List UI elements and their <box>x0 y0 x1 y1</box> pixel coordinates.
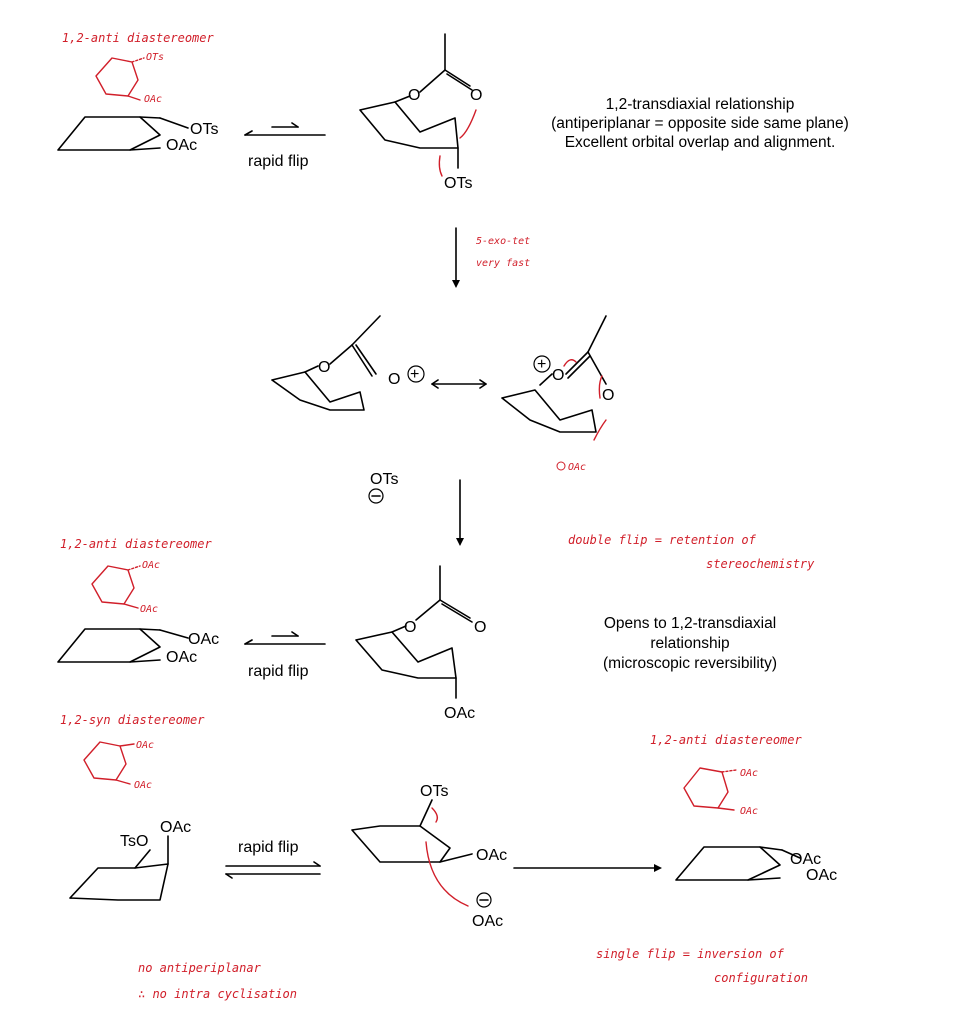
label-o-4: O <box>388 371 400 388</box>
annotation-anti-1: 1,2-anti diastereomer <box>62 31 214 45</box>
description-2: Opens to 1,2-transdiaxial relationship (… <box>603 615 777 672</box>
oxonium-left: O O + <box>271 315 425 411</box>
chair-5-tso-oac: TsO OAc <box>69 819 191 901</box>
red-oac-7: OAc <box>740 806 758 817</box>
label-o-1: O <box>408 87 420 104</box>
red-syn-sketch: 1,2-syn diastereomer OAc OAc <box>60 713 205 791</box>
annotation-single-flip-2: configuration <box>714 971 808 985</box>
label-rapid-flip-3: rapid flip <box>238 839 299 856</box>
chair-4-axial: O O OAc <box>355 565 486 722</box>
label-rapid-flip-1: rapid flip <box>248 153 309 170</box>
plus-1: + <box>410 366 419 383</box>
plus-2: + <box>537 356 546 373</box>
label-o-6: O <box>602 387 614 404</box>
red-oac-3: OAc <box>140 604 158 615</box>
label-oac-7: OAc <box>472 913 503 930</box>
red-anti-sketch-1: 1,2-anti diastereomer OTs OAc <box>62 31 214 105</box>
red-oac-1: OAc <box>144 94 162 105</box>
forward-arrow <box>513 864 662 872</box>
label-oac-3: OAc <box>166 649 197 666</box>
label-oac-5: OAc <box>160 819 191 836</box>
label-o-5: O <box>552 367 564 384</box>
label-oac-2: OAc <box>188 631 219 648</box>
annotation-single-flip-1: single flip = inversion of <box>596 947 785 961</box>
label-ots-anion: OTs <box>370 471 398 488</box>
chair-3-oac-oac: OAc OAc <box>57 628 219 666</box>
annotation-exo-1: 5-exo-tet <box>476 236 530 247</box>
description-1: 1,2-transdiaxial relationship (antiperip… <box>551 96 849 151</box>
equilibrium-arrow-1: rapid flip <box>244 122 326 170</box>
chair-1-ots-oac: OTs OAc <box>57 116 218 154</box>
label-o-2: O <box>470 87 482 104</box>
annotation-double-flip-2: stereochemistry <box>706 557 815 571</box>
chair-6-axial-ots: OTs OAc OAc <box>351 783 507 930</box>
annotation-no-anti-1: no antiperiplanar <box>138 961 262 975</box>
red-ots-1: OTs <box>146 52 164 63</box>
desc2-line1: Opens to 1,2-transdiaxial <box>604 615 776 632</box>
label-oac-6: OAc <box>476 847 507 864</box>
label-oac-1: OAc <box>166 137 197 154</box>
equilibrium-arrow-3: rapid flip <box>225 839 321 879</box>
red-oac-6: OAc <box>740 768 758 779</box>
resonance-arrow <box>431 379 487 389</box>
label-oac-8: OAc <box>790 851 821 868</box>
label-oac-4: OAc <box>444 705 475 722</box>
red-oac-5: OAc <box>134 780 152 791</box>
label-ots-3: OTs <box>420 783 448 800</box>
red-oac-4: OAc <box>136 740 154 751</box>
annotation-anti-2: 1,2-anti diastereomer <box>60 537 212 551</box>
down-arrow-1: 5-exo-tet very fast <box>452 227 530 288</box>
red-anti-sketch-2: 1,2-anti diastereomer OAc OAc <box>60 537 212 615</box>
label-rapid-flip-2: rapid flip <box>248 663 309 680</box>
annotation-no-anti-2: ∴ no intra cyclisation <box>138 987 297 1001</box>
annotation-anti-3: 1,2-anti diastereomer <box>650 733 802 747</box>
red-oac-2: OAc <box>142 560 160 571</box>
annotation-double-flip-1: double flip = retention of <box>568 533 757 547</box>
red-anti-sketch-3: 1,2-anti diastereomer OAc OAc <box>650 733 802 817</box>
desc1-line2: (antiperiplanar = opposite side same pla… <box>551 115 849 132</box>
chair-7-oac-oac: OAc OAc <box>675 846 837 884</box>
desc2-line2: relationship <box>650 635 729 652</box>
label-ots-1: OTs <box>190 121 218 138</box>
label-ots-2: OTs <box>444 175 472 192</box>
chair-2-axial: O O OTs <box>359 33 482 192</box>
label-oac-9: OAc <box>806 867 837 884</box>
label-tso: TsO <box>120 833 148 850</box>
annotation-exo-2: very fast <box>476 258 530 269</box>
red-minus-oac: OAc <box>568 462 586 473</box>
ots-anion: OTs <box>368 471 398 504</box>
down-arrow-2 <box>456 479 464 546</box>
desc1-line3: Excellent orbital overlap and alignment. <box>565 134 836 151</box>
desc2-line3: (microscopic reversibility) <box>603 655 777 672</box>
desc1-line1: 1,2-transdiaxial relationship <box>606 96 795 113</box>
annotation-syn: 1,2-syn diastereomer <box>60 713 205 727</box>
label-o-3: O <box>318 359 330 376</box>
label-o-8: O <box>474 619 486 636</box>
equilibrium-arrow-2: rapid flip <box>244 631 326 680</box>
oxonium-right: + O O OAc <box>501 315 614 473</box>
label-o-7: O <box>404 619 416 636</box>
